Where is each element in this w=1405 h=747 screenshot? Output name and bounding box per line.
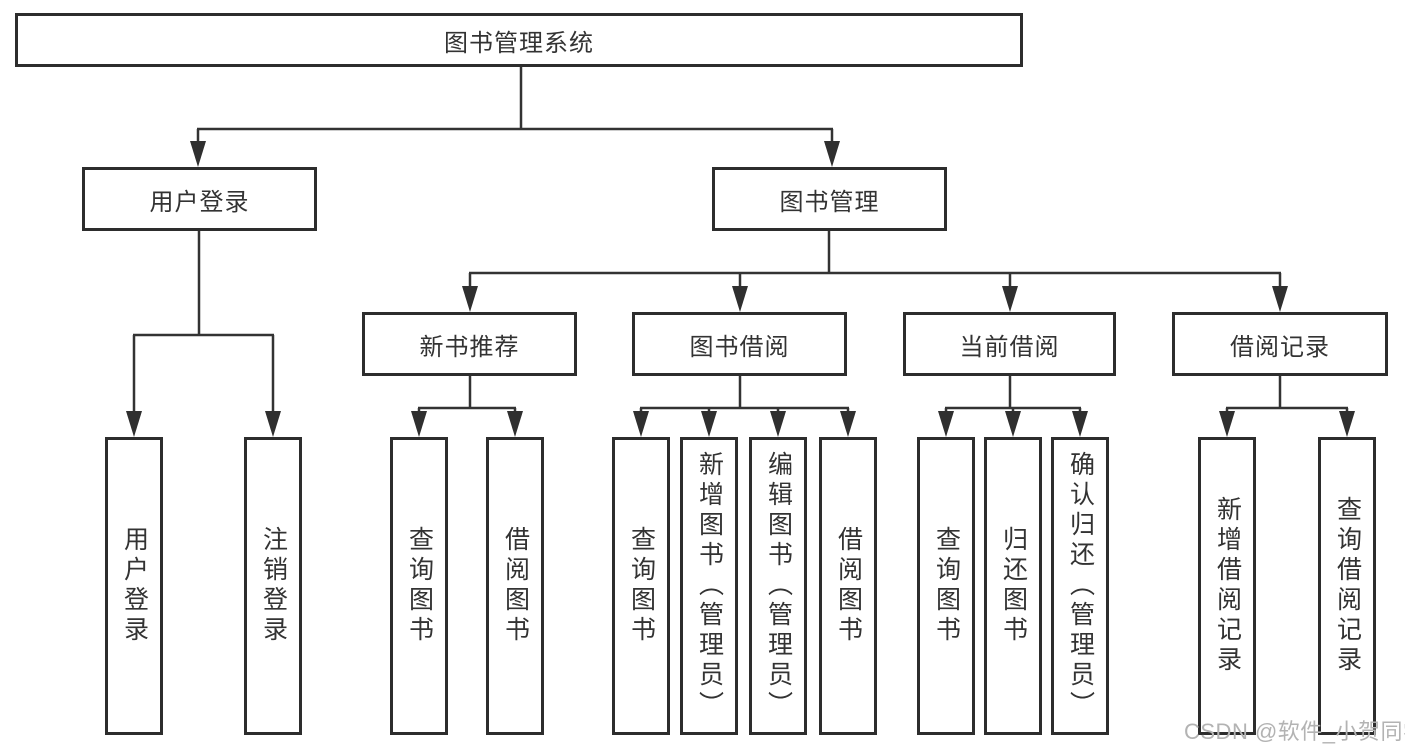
node-label: 查询图书 [932,526,961,646]
node-label: 新增借阅记录 [1213,496,1242,676]
node-label: 借阅图书 [501,526,530,646]
leaf-borrow-books: 借阅图书 [486,437,544,735]
node-label: 查询图书 [405,526,434,646]
leaf-add-borrow-record: 新增借阅记录 [1198,437,1256,735]
node-label: 当前借阅 [959,333,1060,361]
node-label: 借阅记录 [1230,333,1330,361]
arrowhead-icon [701,411,717,437]
leaf-borrow-books: 借阅图书 [819,437,877,735]
node-label: 查询图书 [627,526,656,646]
node-borrowing-records: 借阅记录 [1172,312,1388,376]
arrowhead-icon [1339,411,1355,437]
arrowhead-icon [126,411,142,437]
leaf-logout: 注销登录 [244,437,302,735]
connector-root-to-level1 [196,67,834,144]
arrowhead-icon [1272,286,1288,312]
arrowhead-icon [1072,411,1088,437]
connector-records-to-leaves [1225,376,1349,416]
node-label: 新增图书（管理员） [695,451,724,721]
arrowhead-icon [411,411,427,437]
arrowhead-icon [190,141,206,167]
arrowhead-icon [770,411,786,437]
connector-login-to-leaves [132,231,275,416]
node-label: 借阅图书 [834,526,863,646]
leaf-query-borrow-record: 查询借阅记录 [1318,437,1376,735]
node-label: 查询借阅记录 [1333,496,1362,676]
node-label: 图书管理 [779,188,880,216]
arrowhead-icon [1005,411,1021,437]
leaf-confirm-return-admin: 确认归还（管理员） [1051,437,1109,735]
arrowhead-icon [1002,286,1018,312]
node-root-system: 图书管理系统 [15,13,1023,67]
connector-current-to-leaves [944,376,1082,416]
node-user-login-module: 用户登录 [82,167,317,231]
node-label: 确认归还（管理员） [1066,451,1095,721]
arrowhead-icon [633,411,649,437]
leaf-query-books: 查询图书 [390,437,448,735]
node-label: 图书借阅 [689,333,790,361]
node-label: 归还图书 [999,526,1028,646]
arrowhead-icon [462,286,478,312]
node-label: 新书推荐 [419,333,520,361]
node-new-book-recommend: 新书推荐 [362,312,577,376]
node-label: 图书管理系统 [444,29,594,57]
connector-borrowing-to-leaves [639,376,850,416]
arrowhead-icon [840,411,856,437]
csdn-watermark: CSDN @软件_小贺同学 [1184,719,1405,744]
node-label: 用户登录 [149,188,250,216]
arrowhead-icon [732,286,748,312]
node-label: 注销登录 [259,526,288,646]
leaf-add-books-admin: 新增图书（管理员） [680,437,738,735]
arrowhead-icon [938,411,954,437]
arrowhead-icon [265,411,281,437]
node-book-borrowing: 图书借阅 [632,312,847,376]
leaf-user-login: 用户登录 [105,437,163,735]
arrowhead-icon [824,141,840,167]
leaf-return-books: 归还图书 [984,437,1042,735]
node-label: 用户登录 [120,526,149,646]
leaf-edit-books-admin: 编辑图书（管理员） [749,437,807,735]
leaf-query-books: 查询图书 [612,437,670,735]
arrowhead-icon [1219,411,1235,437]
leaf-query-books: 查询图书 [917,437,975,735]
node-label: 编辑图书（管理员） [764,451,793,721]
arrowhead-icon [507,411,523,437]
node-current-borrowing: 当前借阅 [903,312,1116,376]
connector-mgmt-to-level2 [468,231,1282,290]
connector-recommend-to-leaves [417,376,517,416]
node-book-management-module: 图书管理 [712,167,947,231]
